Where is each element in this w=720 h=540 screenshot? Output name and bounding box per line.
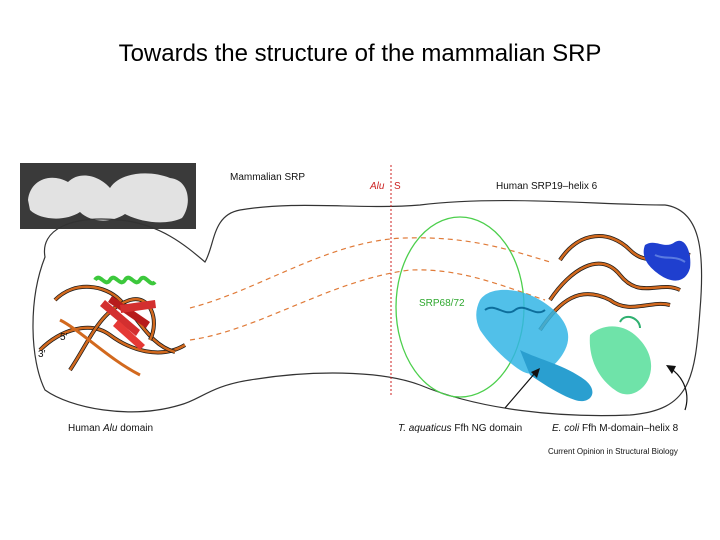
- label-srp19-helix6: Human SRP19–helix 6: [496, 181, 598, 192]
- ffh-m-domain-structure: [590, 317, 651, 394]
- arrow-ng-domain: [505, 368, 540, 408]
- label-alu: Alu: [369, 181, 385, 192]
- label-s: S: [394, 181, 401, 192]
- label-srp68-72: SRP68/72: [419, 298, 465, 309]
- alu-domain-structure: [40, 278, 185, 375]
- label-three-prime: 3′: [38, 349, 46, 360]
- arrow-m-domain: [666, 365, 687, 410]
- srp19-helix6-structure: [540, 236, 690, 330]
- label-taq-ng-domain: T. aquaticus Ffh NG domain: [398, 423, 522, 434]
- label-journal-credit: Current Opinion in Structural Biology: [548, 447, 678, 456]
- label-five-prime: 5′: [60, 332, 68, 343]
- label-ecoli-m-domain: E. coli Ffh M-domain–helix 8: [552, 423, 679, 434]
- label-human-alu-domain: Human Alu domain: [68, 423, 153, 434]
- label-mammalian-srp: Mammalian SRP: [230, 172, 305, 183]
